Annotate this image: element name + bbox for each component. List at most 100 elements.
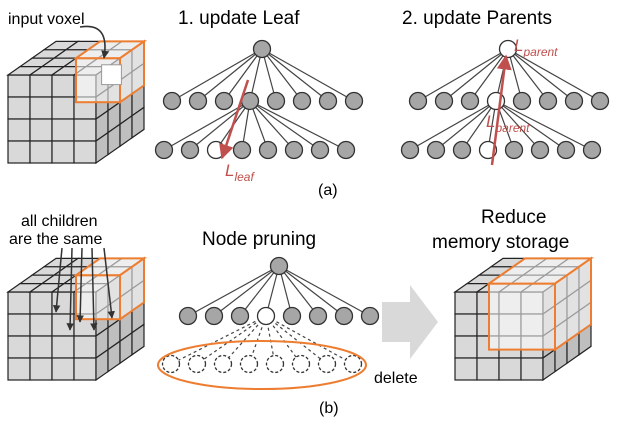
tree-edge — [171, 48, 263, 102]
reduce-line2: memory storage — [432, 232, 569, 253]
cube-front-cell — [29, 118, 53, 142]
cube-front-cell — [51, 118, 75, 142]
leaf-node — [232, 140, 252, 160]
voxel-cube-children-same — [6, 256, 148, 382]
same-child-arrow — [103, 247, 115, 319]
leaf-node — [161, 354, 181, 374]
leaf-node — [239, 354, 259, 374]
cube-front-cell — [7, 74, 31, 98]
cube-front-cell — [7, 335, 31, 359]
cube-front-cell — [29, 140, 53, 164]
tree-edge — [249, 100, 295, 151]
leaf-update-arrow — [219, 79, 250, 160]
leaf-node — [317, 354, 337, 374]
highlight-voxel-front — [75, 274, 121, 321]
cube-front-cell — [7, 140, 31, 164]
cube-front-cell — [51, 74, 75, 98]
tree-edge — [435, 100, 497, 151]
tree-edge — [278, 265, 345, 317]
cube-front-cell — [7, 96, 31, 120]
root-node — [252, 39, 272, 59]
child-node — [214, 91, 234, 111]
tree-edge — [163, 100, 251, 151]
leaf-node — [530, 140, 550, 160]
cube-side-cell — [131, 323, 145, 356]
child-node — [538, 91, 558, 111]
child-node — [434, 91, 454, 111]
cube-front-cell — [51, 96, 75, 120]
tree-edge — [261, 48, 303, 102]
octree-node-pruning — [161, 256, 380, 374]
same-child-arrow — [52, 247, 63, 313]
cube-front-cell — [454, 357, 478, 381]
leaf-node — [180, 140, 200, 160]
input-voxel-pointer — [79, 25, 110, 59]
pruning-title: Node pruning — [202, 229, 316, 250]
cube-front-cell — [29, 357, 53, 381]
tree-edge — [197, 48, 263, 102]
tree-edge — [187, 265, 280, 317]
highlight-voxel-front — [488, 282, 556, 351]
tree-edge — [495, 100, 567, 151]
cube-front-cell — [498, 357, 522, 381]
tree-edge — [507, 48, 601, 102]
child-node — [178, 306, 198, 326]
cube-front-cell — [476, 357, 500, 381]
children-same-line2: are the same — [9, 231, 102, 248]
tree-edge — [239, 265, 280, 317]
child-node — [308, 306, 328, 326]
children-same-arrows — [52, 247, 115, 331]
tree-edge — [249, 100, 347, 151]
leaf-node — [400, 140, 420, 160]
same-child-arrow — [76, 247, 84, 323]
tree-edge — [507, 48, 549, 102]
leaf-node — [154, 140, 174, 160]
caption-a: (a) — [318, 182, 338, 199]
parent-loss-label-top: Lparent — [514, 36, 558, 59]
child-node — [282, 306, 302, 326]
child-node — [204, 306, 224, 326]
leaf-node — [258, 140, 278, 160]
child-node — [266, 91, 286, 111]
tree-edge — [409, 100, 497, 151]
children-same-line1: all children — [21, 213, 97, 230]
cube-side-cell — [131, 106, 145, 139]
parent-update-arrow — [490, 54, 512, 166]
cube-front-cell — [29, 74, 53, 98]
highlight-child-node — [256, 306, 276, 326]
child-node — [162, 91, 182, 111]
delete-label: delete — [374, 370, 418, 387]
caption-b: (b) — [319, 400, 339, 417]
child-node — [344, 91, 364, 111]
cube-front-cell — [454, 335, 478, 359]
child-node — [564, 91, 584, 111]
tree-edge — [265, 315, 302, 365]
tree-edge — [495, 100, 541, 151]
child-node — [334, 306, 354, 326]
cube-front-cell — [73, 357, 97, 381]
leaf-node — [343, 354, 363, 374]
parent-loss-label-mid: Lparent — [486, 112, 530, 135]
input-voxel-cell — [101, 64, 122, 86]
leaf-node — [187, 354, 207, 374]
delete-region — [157, 340, 367, 390]
leaf-node — [291, 354, 311, 374]
cube-front-cell — [51, 335, 75, 359]
child-node — [590, 91, 610, 111]
tree-edge — [261, 48, 355, 102]
cube-front-cell — [73, 140, 97, 164]
child-node — [512, 91, 532, 111]
cube-front-cell — [73, 335, 97, 359]
cube-front-cell — [7, 291, 31, 315]
leaf-node — [582, 140, 602, 160]
tree-edge — [507, 48, 575, 102]
tree-edge — [495, 100, 593, 151]
leaf-node — [556, 140, 576, 160]
voxel-cube-reduced — [453, 256, 595, 382]
leaf-node — [336, 140, 356, 160]
child-node — [292, 91, 312, 111]
child-node — [188, 91, 208, 111]
child-node — [460, 91, 480, 111]
leaf-node — [213, 354, 233, 374]
